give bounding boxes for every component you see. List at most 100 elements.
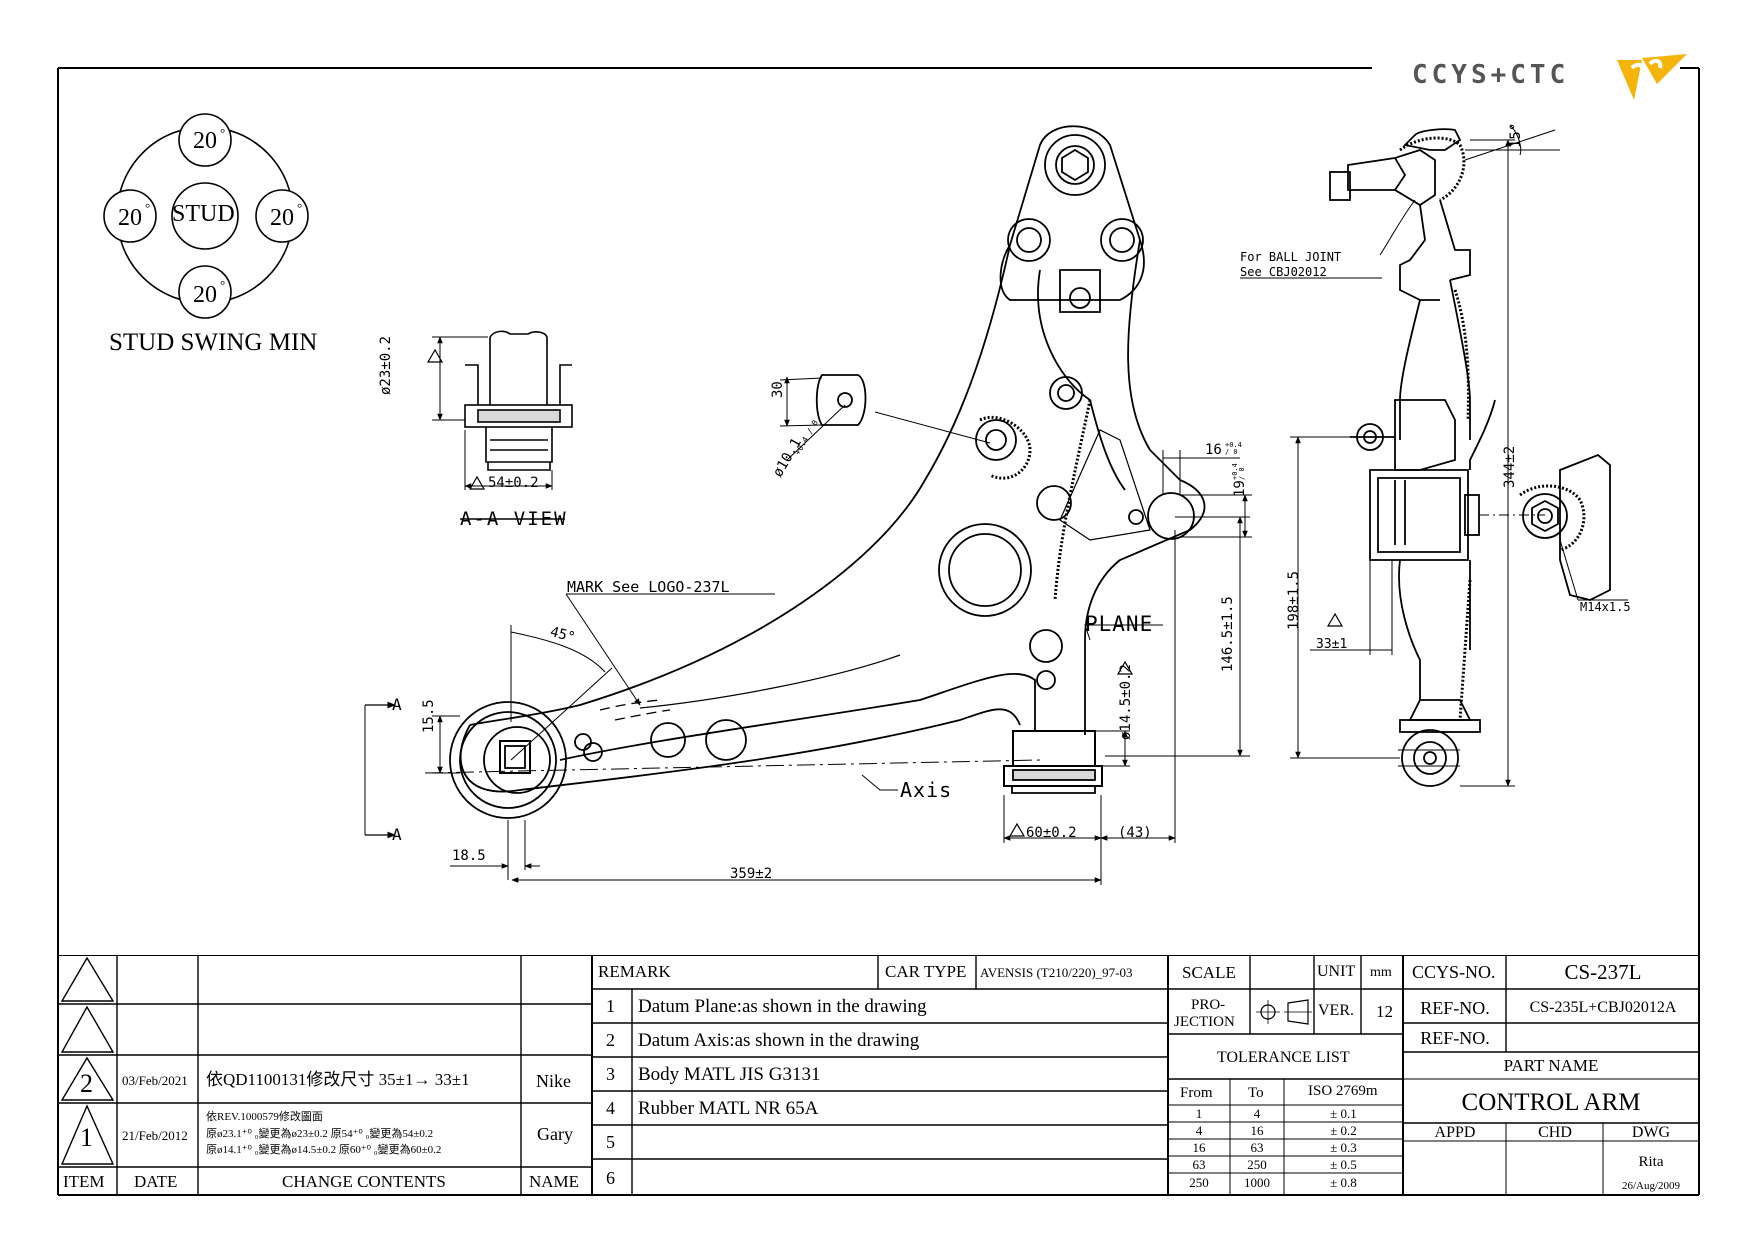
ref-no-label-1: REF-NO. [1420,998,1490,1018]
tol-header-to: To [1248,1085,1264,1101]
rev-content-1-line2: 原ø23.1⁺⁰ ₀變更為ø23±0.2 原54⁺⁰ ₀變更為54±0.2 [206,1128,434,1140]
stud-circle-top [178,113,232,167]
dwg-label: DWG [1631,1124,1671,1141]
scale-label: SCALE [1182,963,1236,982]
revision-triangle-markers [426,348,1344,837]
dim-60: 60±0.2 [1026,825,1077,841]
tol-row-2-to: 16 [1250,1123,1264,1138]
stud-swing-right-degree: ° [297,200,303,215]
tol-row-3-tol: ± 0.3 [1330,1140,1357,1155]
rev-name-1: Gary [537,1124,573,1144]
rev-header-name: NAME [529,1172,580,1191]
dim-33: 33±1 [1316,637,1348,652]
remark-item-3-number: 3 [606,1064,615,1084]
stud-swing-left-value: 20 [118,205,142,231]
stud-swing-caption: STUD SWING MIN [109,329,318,356]
dim-30: 30 [770,381,786,398]
rev-item-2: 2 [80,1069,93,1098]
rev-header-item: ITEM [63,1172,105,1191]
remark-item-5-number: 5 [606,1132,615,1152]
dim-43: (43) [1118,825,1152,841]
dim-198: 198±1.5 [1286,570,1302,630]
dim-359: 359±2 [730,866,773,882]
stud-swing-left-degree: ° [145,200,151,215]
version-label: VER. [1318,1002,1354,1019]
aa-dim-diameter: ø23±0.2 [378,335,394,395]
tol-row-1-from: 1 [1195,1106,1203,1121]
ref-no-value-1: CS-235L+CBJ02012A [1529,999,1677,1016]
dim-16: 16 [1205,442,1222,458]
logo-mark-icon [1617,54,1687,100]
rev-date-1: 21/Feb/2012 [122,1128,188,1143]
tol-row-4-to: 250 [1247,1157,1267,1172]
rev-content-1-line1: 依REV.1000579修改圖面 [206,1111,323,1123]
section-a-bottom: A [392,825,402,844]
projection-label-line1: PRO- [1191,997,1226,1013]
projection-label-line2: JECTION [1174,1014,1235,1030]
aa-view-section [432,330,573,520]
stud-circle-left [103,189,157,243]
version-value: 12 [1376,1002,1393,1021]
ball-joint-note-line1: For BALL JOINT [1240,250,1342,264]
rev-name-2: Nike [536,1071,571,1091]
tol-row-2-from: 4 [1195,1123,1203,1138]
rev-item-1: 1 [80,1123,93,1152]
tol-header-iso: ISO 2769m [1308,1083,1378,1099]
stud-swing-bottom-degree: ° [220,277,226,292]
unit-value: mm [1370,965,1392,980]
angle-15: 15° [1508,122,1524,148]
remark-item-2-text: Datum Axis:as shown in the drawing [638,1030,920,1051]
remark-item-1-text: Datum Plane:as shown in the drawing [638,996,927,1017]
title-block: 2 03/Feb/2021 依QD1100131修改尺寸 35±1→ 33±1 … [58,955,1699,1195]
ball-joint-note-line2: See CBJ02012 [1240,265,1327,279]
dim-18-5: 18.5 [452,848,486,864]
logo-text: CCYS+CTC [1412,60,1570,90]
tol-row-4-tol: ± 0.5 [1330,1157,1357,1172]
dim-19-tolerance: +0.4 / 0 [1231,463,1246,480]
ccys-no-label: CCYS-NO. [1412,962,1496,982]
unit-label: UNIT [1317,963,1356,980]
rev-date-2: 03/Feb/2021 [122,1073,188,1088]
dim-16-tolerance: +0.4 / 0 [1225,441,1242,456]
rev-content-2: 依QD1100131修改尺寸 35±1→ 33±1 [206,1070,470,1089]
stud-swing-diagram [103,113,309,319]
remark-item-6-number: 6 [606,1168,615,1188]
stud-circle-center [171,182,239,250]
rev-header-content: CHANGE CONTENTS [282,1172,446,1191]
stud-swing-bottom-value: 20 [193,282,217,308]
stud-circle-bottom [178,265,232,319]
company-logo: CCYS+CTC [1412,50,1697,104]
part-name-label: PART NAME [1503,1056,1599,1075]
tol-row-2-tol: ± 0.2 [1330,1123,1357,1138]
axis-label: Axis [900,778,953,802]
dim-344: 344±2 [1502,445,1518,488]
remark-item-4-number: 4 [606,1098,615,1118]
remark-item-1-number: 1 [606,996,615,1016]
dim-15-5: 15.5 [421,699,437,733]
stud-swing-center-label: STUD [172,201,235,227]
remark-header: REMARK [598,962,671,981]
tol-row-3-to: 63 [1250,1140,1264,1155]
rev-header-date: DATE [134,1172,178,1191]
title-block-grid [58,955,1699,1195]
stud-circle-right [255,189,309,243]
stud-swing-right-value: 20 [270,205,294,231]
appd-label: APPD [1434,1124,1476,1141]
stud-swing-top-value: 20 [193,128,217,154]
plane-label: PLANE [1085,612,1154,636]
part-name-value: CONTROL ARM [1461,1089,1641,1116]
dim-14-5: ø14.5±0.2 [1118,664,1134,740]
ref-no-label-2: REF-NO. [1420,1028,1490,1048]
car-type-label: CAR TYPE [885,962,967,981]
tol-row-5-to: 1000 [1244,1175,1270,1190]
tol-row-5-from: 250 [1189,1175,1209,1190]
section-a-top: A [392,695,402,714]
control-arm-main-view [364,125,1252,885]
ccys-no-value: CS-237L [1564,960,1642,984]
tol-row-3-from: 16 [1192,1140,1206,1155]
stud-swing-top-degree: ° [220,125,226,140]
control-arm-side-view [1240,124,1628,787]
aa-dim-width: 54±0.2 [488,475,539,491]
tol-header-from: From [1180,1085,1213,1101]
